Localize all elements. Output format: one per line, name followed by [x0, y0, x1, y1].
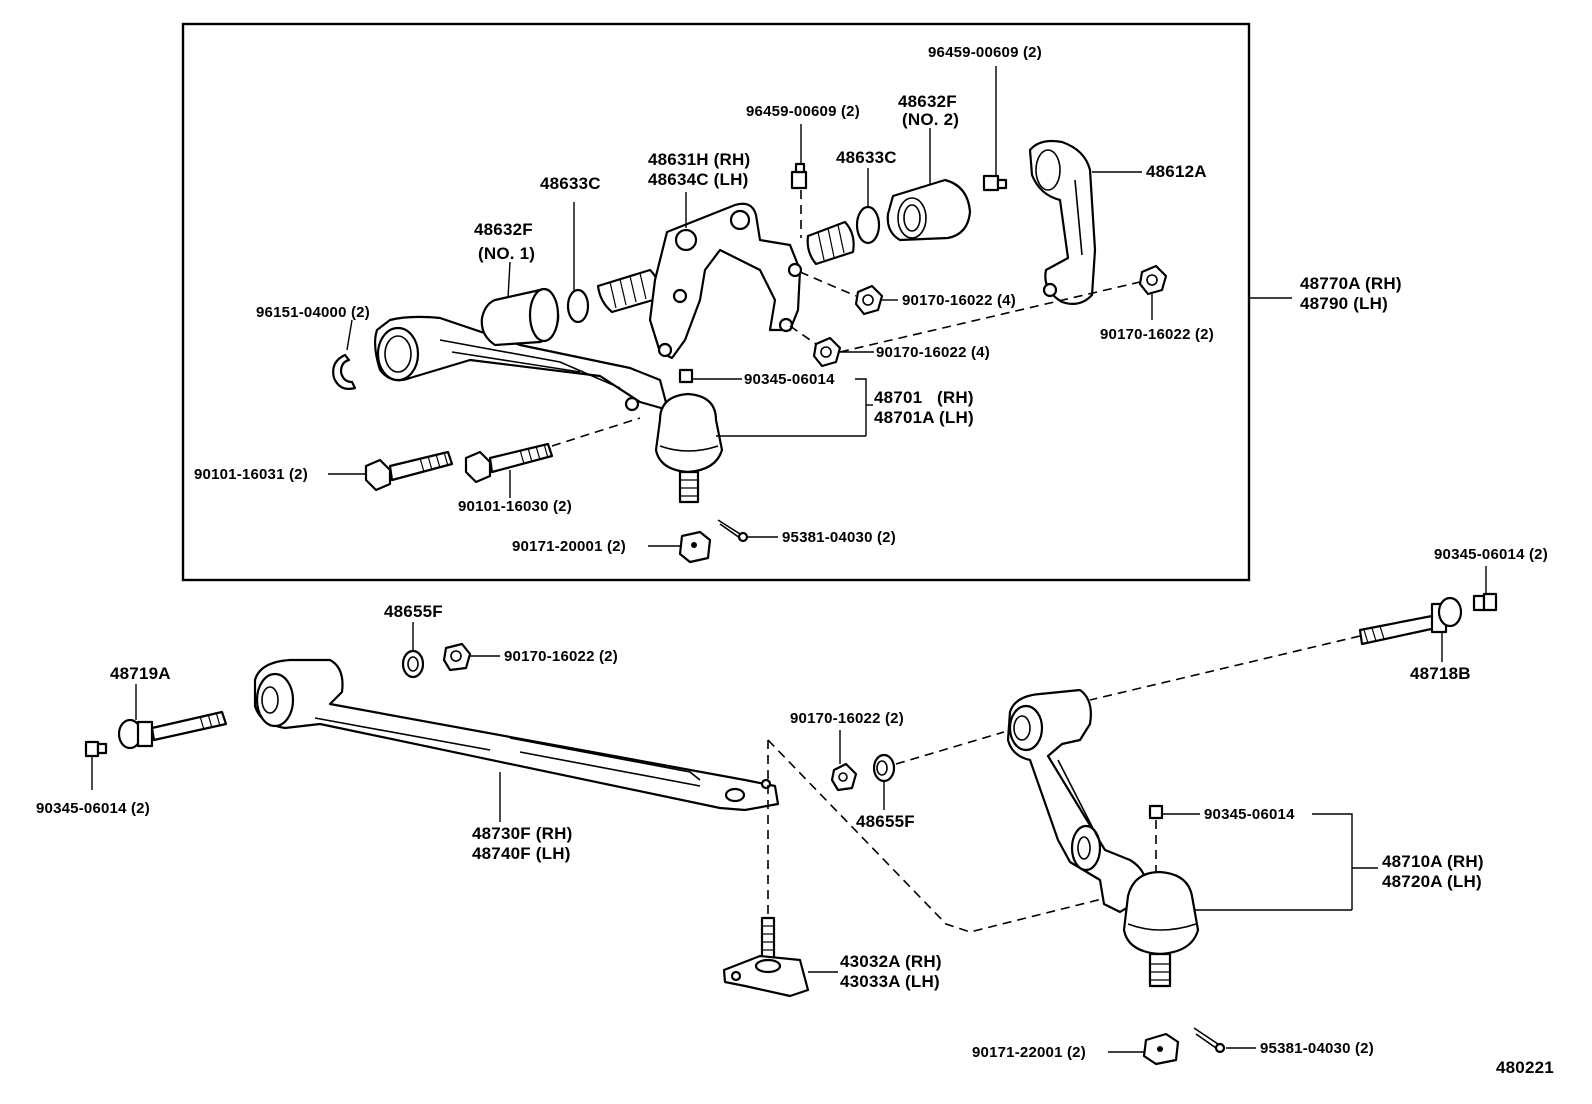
- ring-48633C-right: [855, 205, 881, 245]
- nut-90345-top-right: [1472, 566, 1498, 612]
- label-48718B: 48718B: [1410, 664, 1471, 683]
- cotter-pin-95381-bottom: [1193, 1027, 1256, 1054]
- label-48655F-top: 48655F: [384, 602, 443, 621]
- bolt-90101-16030: [464, 417, 641, 498]
- label-90101-16030: 90101-16030 (2): [458, 498, 572, 515]
- nut-90170-b: [789, 325, 874, 368]
- label-48612A: 48612A: [1146, 162, 1207, 181]
- upper-arm-48701-body: [373, 315, 670, 412]
- label-90170-a: 90170-16022 (4): [902, 292, 1016, 309]
- nut-90170-c: [839, 264, 1168, 353]
- grease-fitting-96459-top: [982, 66, 1008, 192]
- label-48632F-no2-qualifier: (NO. 2): [902, 110, 960, 129]
- label-90170-e: 90170-16022 (2): [790, 710, 904, 727]
- bushing-48632F-no1: [480, 261, 560, 347]
- arm-48612A: [1028, 139, 1142, 305]
- leader-96151: [346, 319, 353, 351]
- label-90170-c: 90170-16022 (2): [1100, 326, 1214, 343]
- label-48701: 48701 (RH): [874, 388, 974, 407]
- nut-90170-d: [442, 642, 500, 672]
- label-90170-b: 90170-16022 (4): [876, 344, 990, 361]
- dashed-line-lower-right: [767, 739, 1123, 933]
- lower-arm-48730F: [253, 658, 780, 822]
- label-90171-22001: 90171-22001 (2): [972, 1044, 1086, 1061]
- ring-48633C-left: [566, 288, 590, 324]
- label-48633C-right: 48633C: [836, 148, 897, 167]
- label-95381-box: 95381-04030 (2): [782, 529, 896, 546]
- label-90345-top-right: 90345-06014 (2): [1434, 546, 1548, 563]
- nut-90170-e: [830, 730, 858, 792]
- label-48632F-no2: 48632F: [898, 92, 957, 111]
- label-90345-box: 90345-06014: [744, 371, 835, 388]
- knuckle-48631H-48634C: [648, 192, 803, 360]
- diagram-code: 480221: [1496, 1058, 1554, 1077]
- label-48710A: 48710A (RH): [1382, 852, 1484, 871]
- label-48633C-left: 48633C: [540, 174, 601, 193]
- washer-48655F-bottom: [872, 731, 1005, 810]
- washer-48655F-top: [401, 622, 425, 679]
- label-48631H: 48631H (RH): [648, 150, 751, 169]
- bolt-48719A: [117, 684, 228, 750]
- threaded-sleeve-right: [806, 220, 855, 266]
- label-48770A: 48770A (RH): [1300, 274, 1402, 293]
- label-95381-bottom: 95381-04030 (2): [1260, 1040, 1374, 1057]
- label-48790: 48790 (LH): [1300, 294, 1388, 313]
- label-96459-mid: 96459-00609 (2): [746, 103, 860, 120]
- ball-stud-43032A: [722, 916, 838, 998]
- ball-joint-48710A: [1122, 804, 1378, 988]
- nut-90170-a: [799, 271, 898, 316]
- label-48655F-bottom: 48655F: [856, 812, 915, 831]
- label-48720A: 48720A (LH): [1382, 872, 1482, 891]
- label-90345-right: 90345-06014: [1204, 806, 1295, 823]
- bolt-48718B: [1089, 596, 1463, 701]
- label-48632F-no1: 48632F: [474, 220, 533, 239]
- snap-ring-96151: [332, 353, 357, 390]
- label-96459-top: 96459-00609 (2): [928, 44, 1042, 61]
- bushing-48632F-no2: [886, 128, 972, 242]
- label-43032A: 43032A (RH): [840, 952, 942, 971]
- lower-right-arm-48710A: [1006, 688, 1148, 914]
- label-48740F: 48740F (LH): [472, 844, 571, 863]
- label-48719A: 48719A: [110, 664, 171, 683]
- castle-nut-90171-22001: [1108, 1032, 1180, 1066]
- label-96151: 96151-04000 (2): [256, 304, 370, 321]
- label-48730F: 48730F (RH): [472, 824, 573, 843]
- nut-90345-left: [84, 740, 108, 790]
- bolt-90101-16031: [328, 450, 454, 492]
- grease-fitting-96459-mid: [790, 124, 808, 238]
- label-90101-16031: 90101-16031 (2): [194, 466, 308, 483]
- castle-nut-90171-20001: [648, 530, 712, 564]
- assembly-frame: [181, 22, 1251, 582]
- label-43033A: 43033A (LH): [840, 972, 940, 991]
- label-90171-20001: 90171-20001 (2): [512, 538, 626, 555]
- label-48632F-no1-qualifier: (NO. 1): [478, 244, 536, 263]
- label-90345-left: 90345-06014 (2): [36, 800, 150, 817]
- label-48701A: 48701A (LH): [874, 408, 974, 427]
- label-90170-d: 90170-16022 (2): [504, 648, 618, 665]
- cotter-pin-95381-box: [717, 519, 778, 543]
- label-48634C: 48634C (LH): [648, 170, 749, 189]
- ball-joint-48701: [654, 368, 873, 504]
